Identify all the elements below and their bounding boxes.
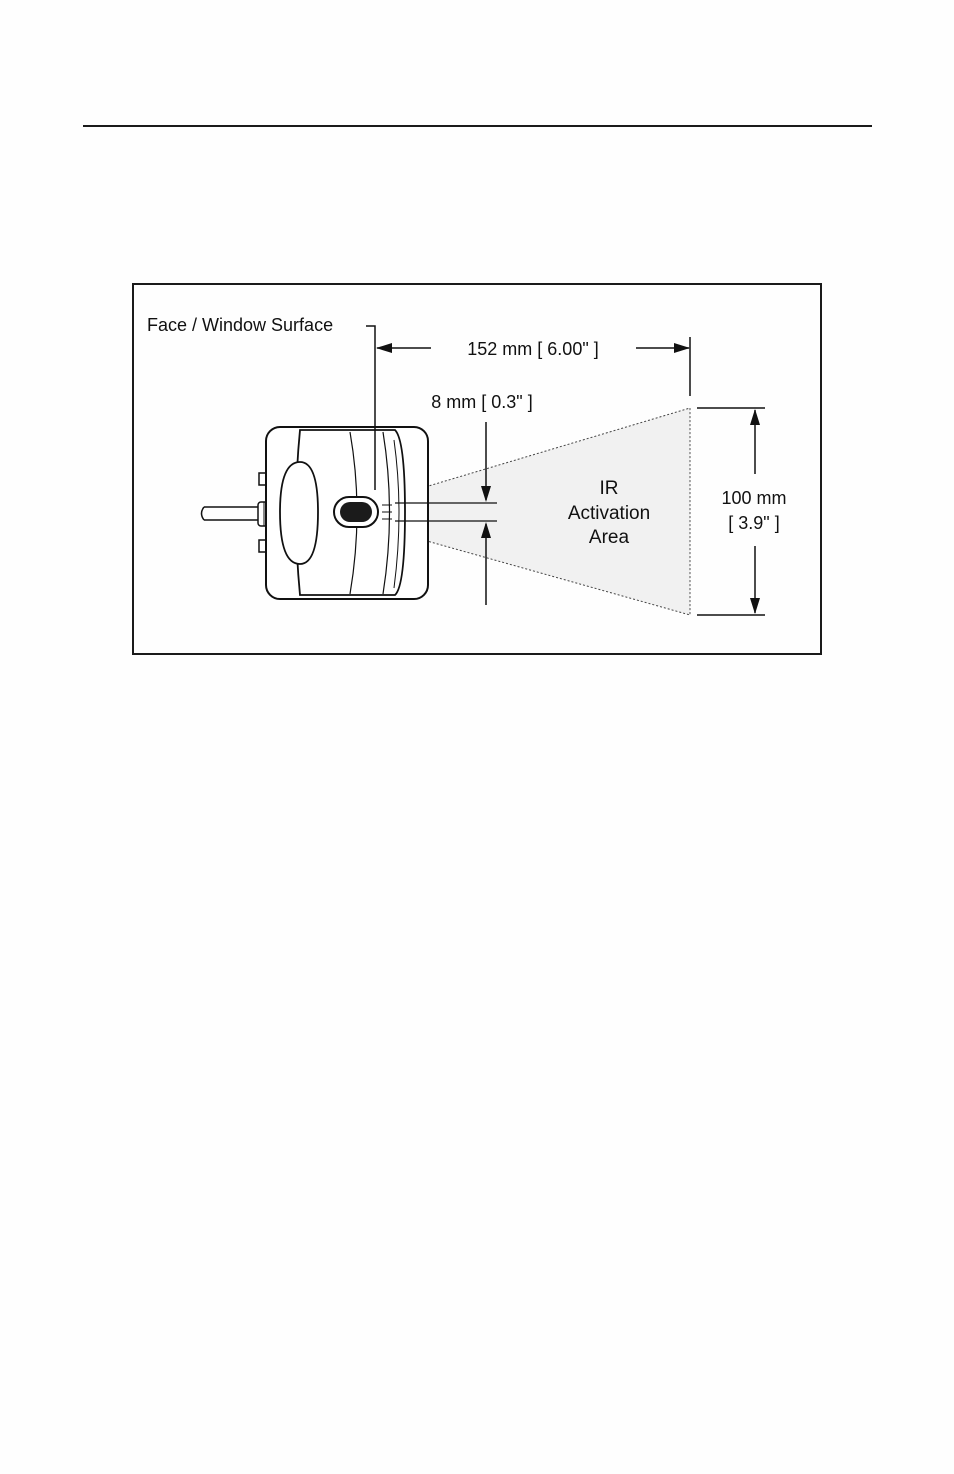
area-label-line2: Activation <box>568 503 650 524</box>
length-label: 152 mm [ 6.00" ] <box>467 339 598 359</box>
ir-activation-diagram: Face / Window Surface 152 mm [ 6.00" ] 8… <box>0 0 954 700</box>
height-arrow-up <box>750 409 760 425</box>
scanner-device <box>202 427 429 599</box>
height-arrow-down <box>750 598 760 614</box>
length-arrow-right <box>674 343 690 353</box>
area-label-line3: Area <box>589 527 630 548</box>
length-arrow-left <box>376 343 392 353</box>
offset-label: 8 mm [ 0.3" ] <box>431 392 532 412</box>
face-surface-label: Face / Window Surface <box>147 315 333 335</box>
height-label-line2: [ 3.9" ] <box>728 513 779 533</box>
area-label-line1: IR <box>600 478 619 499</box>
height-label-line1: 100 mm <box>721 488 786 508</box>
